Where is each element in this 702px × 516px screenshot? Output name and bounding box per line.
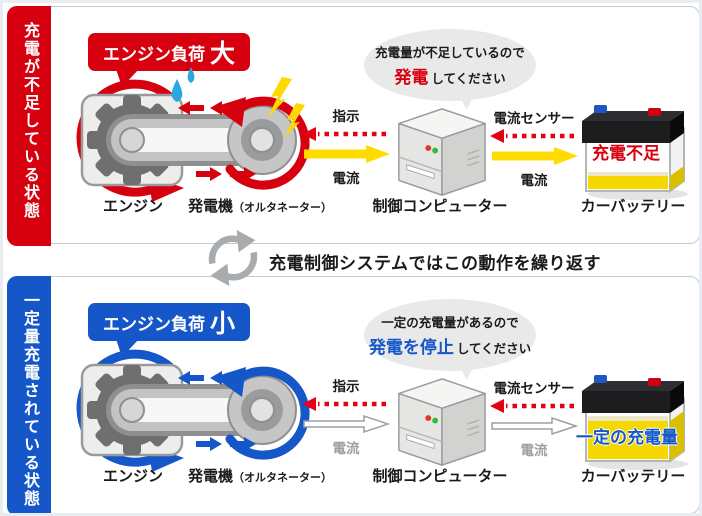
engine-alternator-illustration — [76, 349, 310, 472]
current-sensor-label: 電流センサー — [493, 111, 575, 126]
positive-terminal — [648, 108, 661, 116]
bubble-line1: 一定の充電量があるので — [381, 316, 519, 330]
flow-computer-battery: 電流センサー 電流 — [488, 107, 580, 188]
flow-alternator-computer: 指示 電流 — [300, 375, 392, 456]
alternator-label: 発電機（オルタネーター） — [187, 198, 332, 215]
computer-speech-bubble: 充電量が不足しているので 発電してください — [364, 29, 536, 101]
negative-terminal — [594, 375, 607, 383]
bubble-line1: 充電量が不足しているので — [375, 46, 525, 60]
sweat-drop-icon — [171, 67, 195, 102]
engine-load-badge: エンジン負荷 小 — [88, 303, 250, 341]
car-battery-illustration — [582, 105, 688, 200]
current-arrow-off-icon — [303, 415, 390, 433]
side-vents — [467, 419, 480, 437]
computer-slot — [406, 434, 435, 450]
pulley-rotation-arrowhead — [214, 367, 246, 397]
bubble-emphasis: 発電 — [394, 68, 429, 87]
alternator-label: 発電機（オルタネーター） — [187, 468, 332, 485]
current-label: 電流 — [332, 171, 360, 186]
control-computer-illustration — [398, 108, 486, 196]
gear-hub — [119, 127, 145, 153]
computer-label: 制御コンピューター — [372, 198, 508, 215]
sensor-arrow-icon — [490, 399, 574, 413]
negative-terminal — [594, 105, 607, 113]
bubble-line2: 発電してください — [394, 68, 506, 87]
state-banner-label: 一定量充電されている状態 — [21, 292, 38, 508]
repeat-cycle-icon — [208, 230, 258, 286]
sensor-arrow-icon — [490, 129, 574, 143]
instruction-label: 指示 — [332, 109, 360, 124]
engine-label: エンジン — [102, 198, 163, 215]
panel-charged: 一定量充電されている状態 エンジン負荷 小 — [7, 276, 699, 513]
computer-slot — [406, 164, 435, 180]
computer-speech-bubble: 一定の充電量があるので 発電を停止してください — [364, 299, 536, 371]
pulley — [227, 105, 297, 175]
pulley-rotation-arrow — [225, 96, 310, 190]
engine-load-text: エンジン負荷 — [102, 314, 205, 334]
engine-load-level: 小 — [209, 310, 235, 338]
battery-liquid-low — [588, 166, 684, 191]
gear-hub — [119, 397, 145, 423]
car-battery-illustration — [582, 375, 688, 470]
bubble-emphasis: 発電を停止 — [368, 338, 454, 357]
current-label: 電流 — [520, 443, 548, 458]
flow-computer-battery: 電流センサー 電流 — [488, 377, 580, 458]
current-arrow-off-icon — [491, 417, 578, 435]
instruction-arrow-icon — [302, 127, 386, 141]
lightning-icon — [268, 77, 305, 137]
current-sensor-label: 電流センサー — [493, 381, 575, 396]
instruction-label: 指示 — [332, 379, 360, 394]
bubble-line2: 発電を停止してください — [368, 338, 532, 357]
pulley — [227, 375, 297, 445]
side-vents — [467, 149, 480, 167]
panel-insufficient-charge: 充電が不足している状態 エンジン負荷 大 — [7, 6, 699, 246]
engine-alternator-illustration — [76, 67, 310, 202]
alternator-sub-label: （オルタネーター） — [233, 472, 332, 484]
engine-load-level: 大 — [209, 40, 235, 68]
battery-status: 一定の充電量 — [576, 428, 678, 447]
green-led-icon — [432, 417, 439, 424]
engine-load-badge: エンジン負荷 大 — [88, 33, 250, 71]
current-arrow-icon — [304, 145, 390, 163]
cycle-note: 充電制御システムではこの動作を繰り返す — [269, 254, 601, 273]
pulley-rotation-arrowhead — [214, 97, 246, 127]
flow-alternator-computer: 指示 電流 — [300, 105, 392, 186]
red-led-icon — [425, 415, 432, 422]
positive-terminal — [648, 378, 661, 386]
state-banner: 充電が不足している状態 — [7, 6, 51, 246]
engine-label: エンジン — [102, 468, 163, 485]
current-label: 電流 — [520, 173, 548, 188]
battery-label: カーバッテリー — [580, 198, 686, 215]
green-led-icon — [432, 147, 439, 154]
state-banner: 一定量充電されている状態 — [7, 276, 51, 513]
computer-label: 制御コンピューター — [372, 468, 508, 485]
battery-liquid-full — [588, 411, 684, 461]
control-computer-illustration — [398, 378, 486, 466]
state-banner-label: 充電が不足している状態 — [21, 22, 38, 220]
instruction-arrow-icon — [302, 397, 386, 411]
current-label: 電流 — [332, 441, 360, 456]
alternator-sub-label: （オルタネーター） — [233, 202, 332, 214]
engine-load-text: エンジン負荷 — [102, 44, 205, 64]
battery-status: 充電不足 — [592, 144, 660, 163]
current-arrow-icon — [492, 147, 578, 165]
red-led-icon — [425, 145, 432, 152]
battery-label: カーバッテリー — [580, 468, 686, 485]
pulley-rotation-arrow — [225, 366, 310, 460]
